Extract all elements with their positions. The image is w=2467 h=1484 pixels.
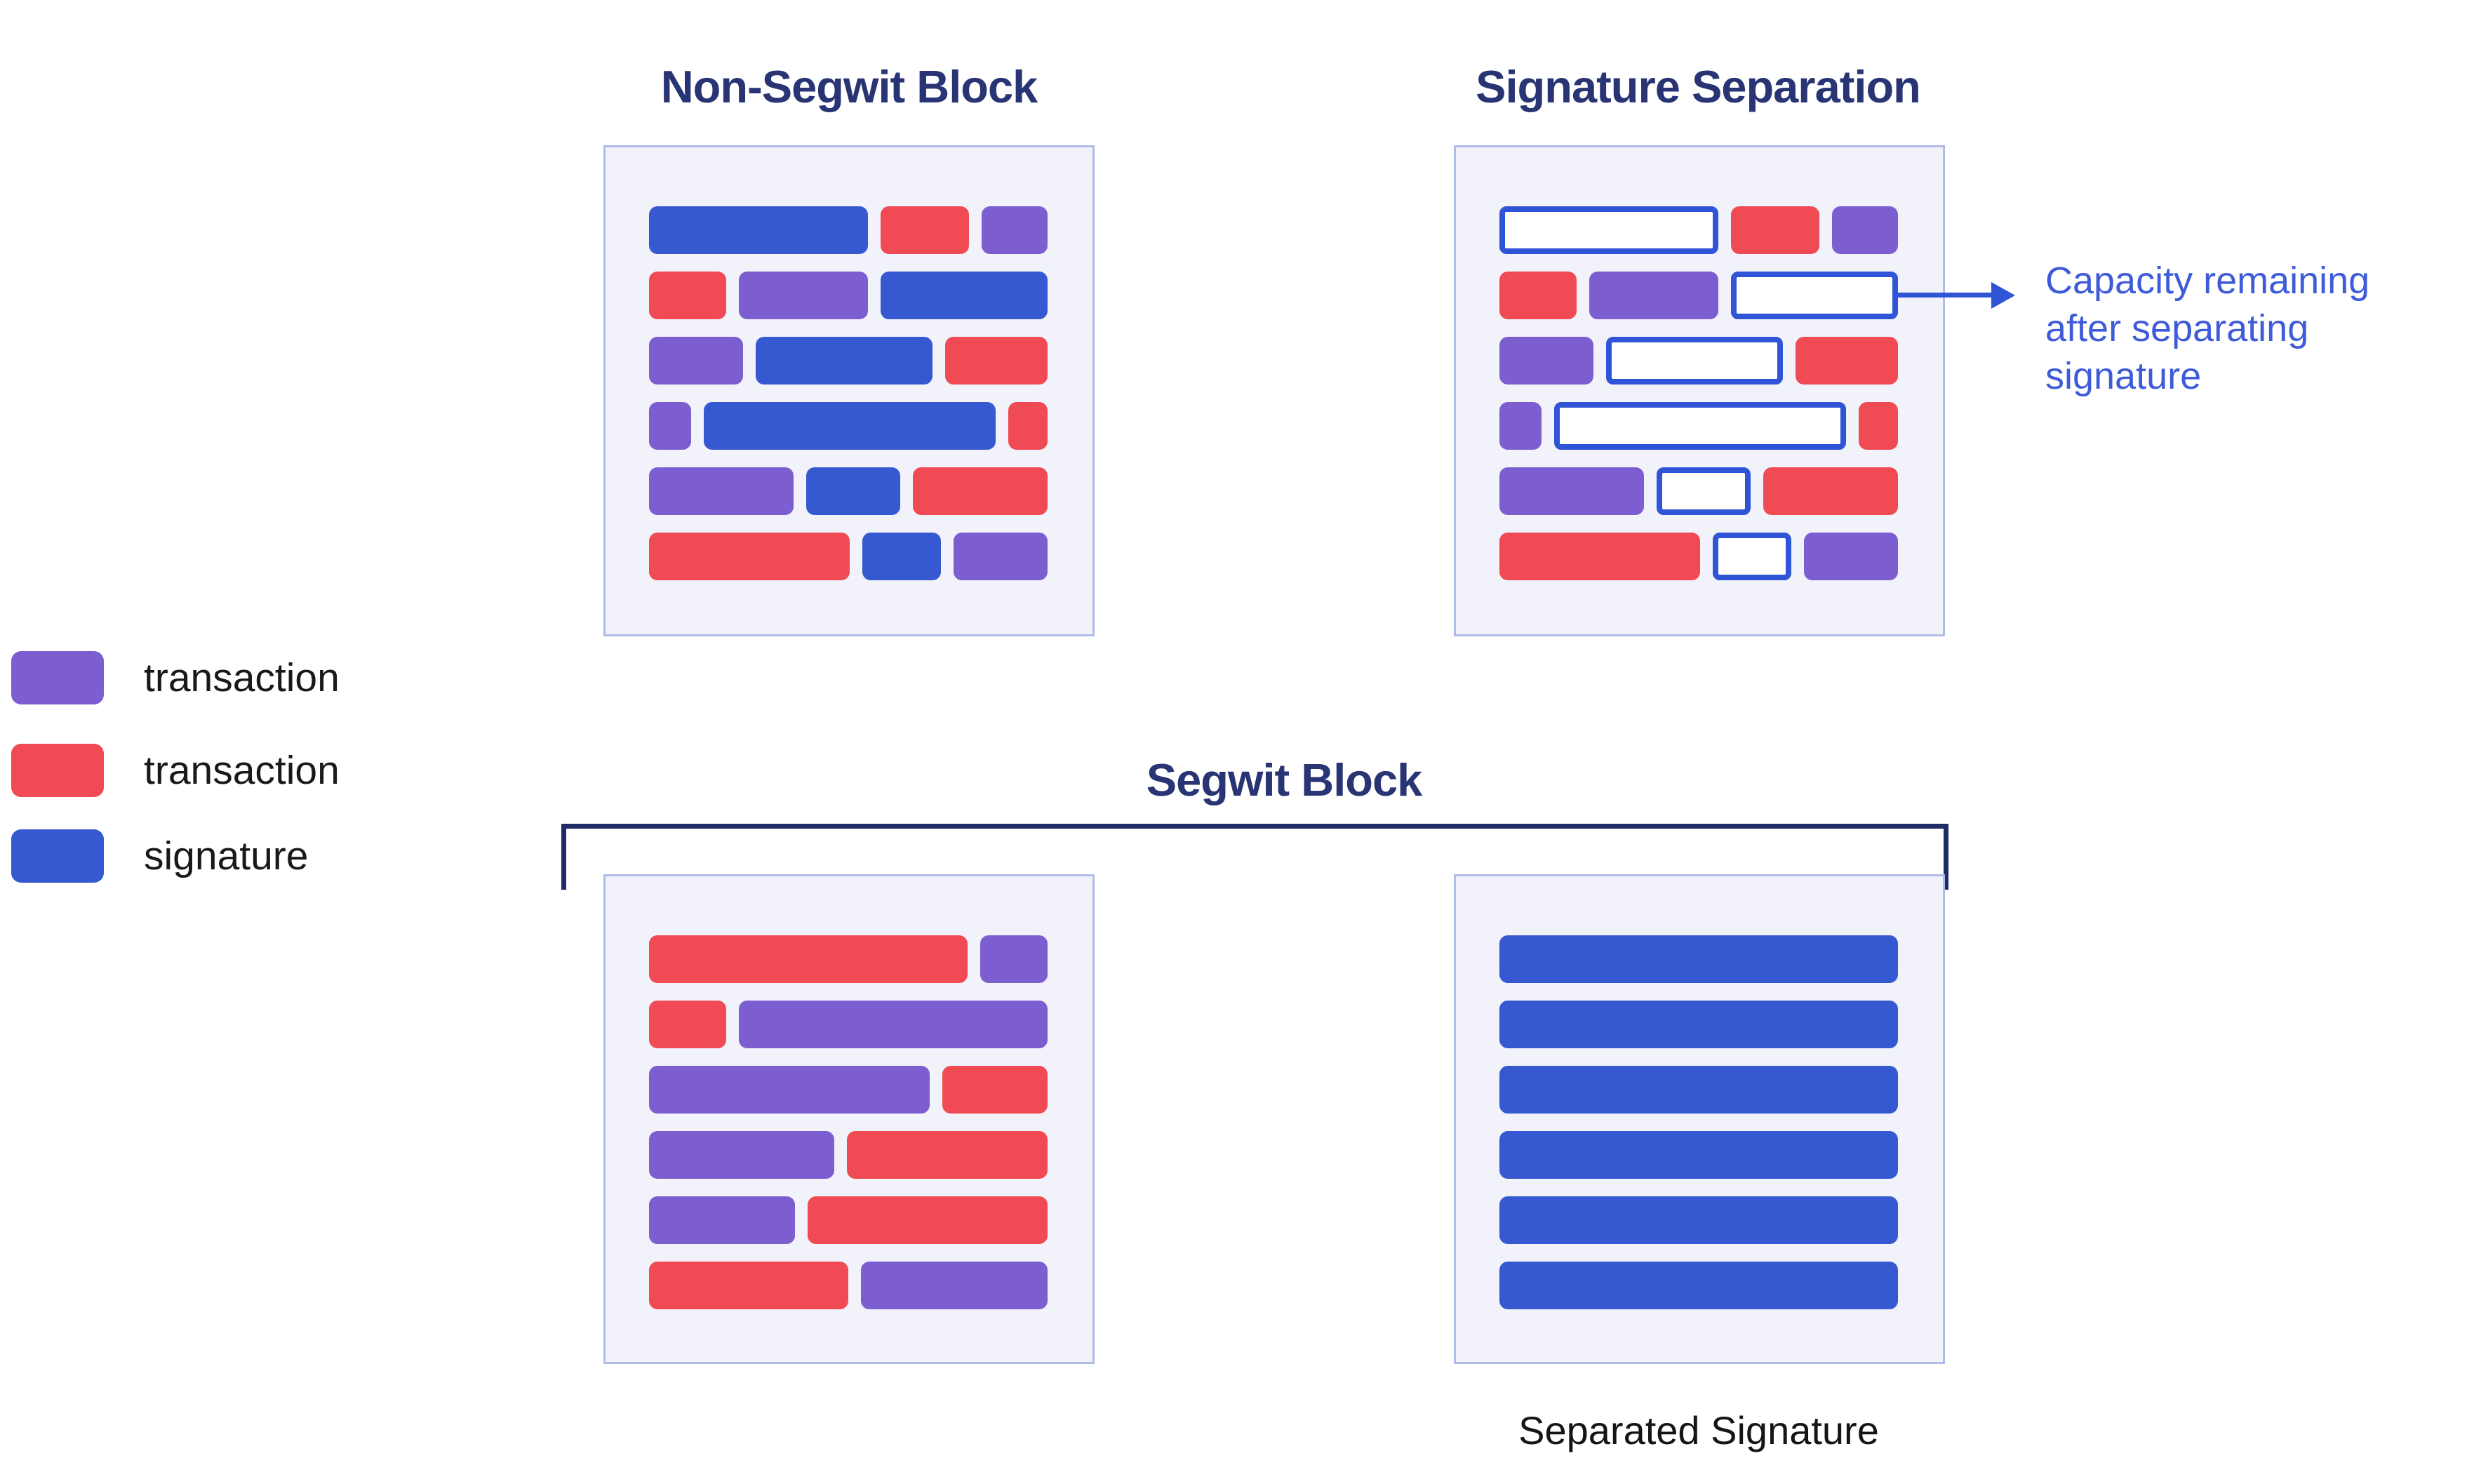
brick-blue [1499, 1262, 1898, 1309]
brick-blue [704, 402, 996, 450]
brick-red [881, 206, 969, 254]
brick-row [1499, 402, 1899, 450]
capacity-arrow-head [1991, 282, 2015, 309]
brick-outline [1731, 272, 1898, 319]
brick-purple [861, 1262, 1048, 1309]
segwit-transactions-block [603, 874, 1095, 1364]
brick-row [649, 402, 1049, 450]
segwit-bracket [561, 824, 1948, 890]
brick-red [808, 1196, 1048, 1244]
separated-signature-caption: Separated Signature [1518, 1408, 1879, 1452]
brick-row [649, 533, 1049, 580]
brick-row [1499, 467, 1899, 515]
brick-red [649, 1001, 726, 1048]
brick-blue [1499, 1066, 1898, 1114]
brick-row [649, 467, 1049, 515]
brick-row [649, 272, 1049, 319]
brick-red [1731, 206, 1819, 254]
brick-red [942, 1066, 1048, 1114]
brick-blue [1499, 1001, 1898, 1048]
brick-purple [954, 533, 1048, 580]
brick-row [1499, 935, 1899, 983]
brick-row [649, 1001, 1049, 1048]
capacity-arrow-line [1897, 293, 1995, 298]
brick-blue [1499, 935, 1898, 983]
brick-outline [1554, 402, 1846, 450]
legend-item-transaction-purple: transaction [11, 651, 340, 704]
legend-swatch-purple [11, 651, 104, 704]
brick-blue [756, 337, 932, 385]
brick-purple [1499, 467, 1644, 515]
brick-purple [649, 467, 794, 515]
brick-row [1499, 1196, 1899, 1244]
brick-purple [739, 272, 868, 319]
brick-red [1499, 272, 1577, 319]
brick-red [847, 1131, 1048, 1179]
brick-blue [1499, 1196, 1898, 1244]
brick-row [649, 1262, 1049, 1309]
brick-row [649, 1196, 1049, 1244]
brick-purple [1589, 272, 1718, 319]
brick-red [913, 467, 1048, 515]
brick-blue [1499, 1131, 1898, 1179]
brick-outline [1657, 467, 1751, 515]
brick-red [649, 935, 968, 983]
legend-label-transaction-red: transaction [144, 748, 340, 793]
brick-purple [649, 337, 743, 385]
separated-signature-block [1454, 874, 1945, 1364]
brick-blue [881, 272, 1048, 319]
brick-row [1499, 1001, 1899, 1048]
brick-row [1499, 272, 1899, 319]
brick-red [649, 1262, 848, 1309]
brick-row [649, 1131, 1049, 1179]
brick-row [1499, 206, 1899, 254]
brick-purple [1804, 533, 1898, 580]
brick-red [1859, 402, 1898, 450]
brick-red [1499, 533, 1700, 580]
brick-blue [806, 467, 900, 515]
brick-red [945, 337, 1048, 385]
brick-outline [1606, 337, 1783, 385]
brick-row [1499, 533, 1899, 580]
brick-purple [1499, 337, 1593, 385]
brick-red [1008, 402, 1048, 450]
brick-purple [649, 1066, 930, 1114]
brick-purple [980, 935, 1048, 983]
brick-blue [862, 533, 941, 580]
brick-purple [1499, 402, 1542, 450]
brick-outline [1713, 533, 1791, 580]
legend-label-transaction-purple: transaction [144, 655, 340, 700]
title-non-segwit-block: Non-Segwit Block [660, 61, 1038, 112]
brick-outline [1499, 206, 1718, 254]
brick-row [649, 337, 1049, 385]
brick-row [1499, 1066, 1899, 1114]
brick-red [649, 533, 850, 580]
brick-row [649, 1066, 1049, 1114]
legend-swatch-red [11, 744, 104, 797]
brick-blue [649, 206, 868, 254]
brick-purple [649, 1131, 834, 1179]
non-segwit-block [603, 145, 1095, 636]
brick-row [1499, 1262, 1899, 1309]
brick-row [649, 935, 1049, 983]
brick-purple [649, 1196, 795, 1244]
signature-separation-block [1454, 145, 1945, 636]
legend-item-signature-blue: signature [11, 829, 309, 883]
brick-purple [649, 402, 691, 450]
legend-item-transaction-red: transaction [11, 744, 340, 797]
brick-purple [1832, 206, 1898, 254]
legend-label-signature-blue: signature [144, 834, 309, 878]
brick-row [1499, 1131, 1899, 1179]
title-signature-separation: Signature Separation [1476, 61, 1921, 112]
brick-red [1763, 467, 1898, 515]
brick-purple [982, 206, 1048, 254]
legend-swatch-blue [11, 829, 104, 883]
title-segwit-block: Segwit Block [1146, 754, 1423, 805]
brick-row [1499, 337, 1899, 385]
brick-row [649, 206, 1049, 254]
brick-purple [739, 1001, 1048, 1048]
brick-red [1796, 337, 1898, 385]
brick-red [649, 272, 726, 319]
capacity-annotation: Capacity remaining after separating sign… [2045, 260, 2370, 397]
